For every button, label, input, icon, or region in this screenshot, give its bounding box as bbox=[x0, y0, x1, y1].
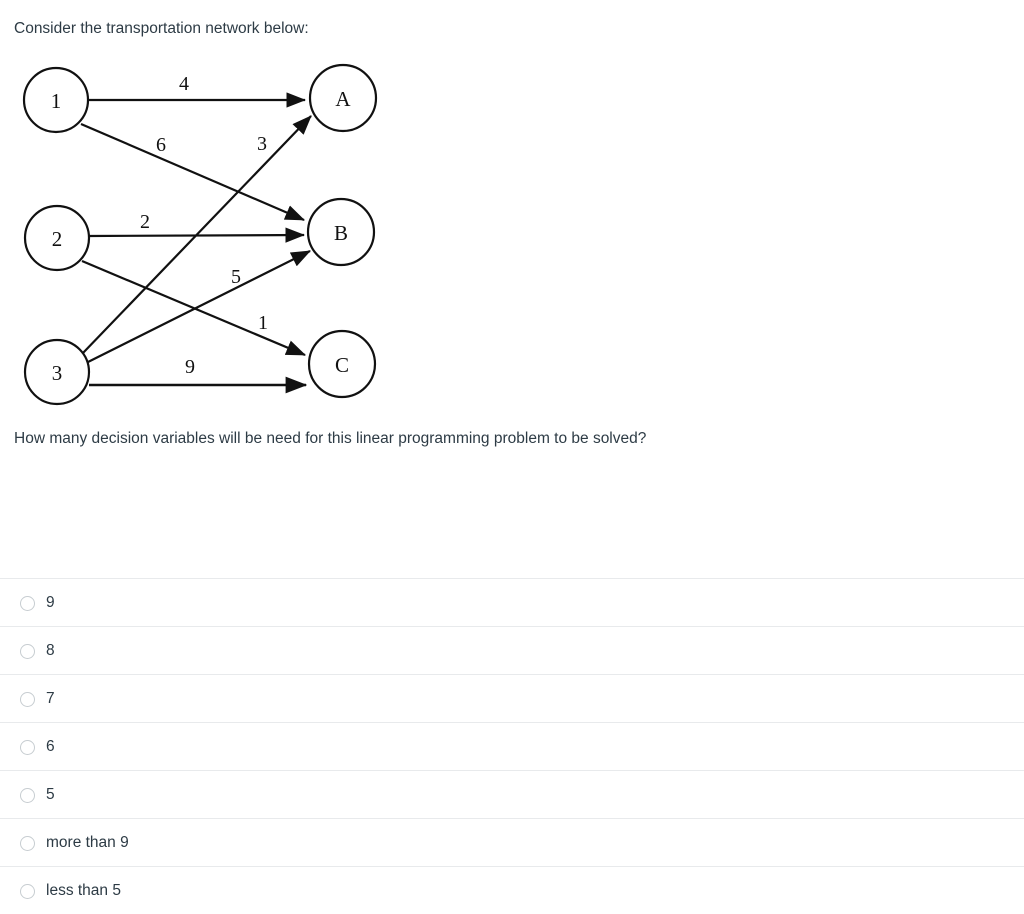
radio-button-icon[interactable] bbox=[20, 835, 35, 851]
edge-weight-labels: 4 6 2 1 3 5 9 bbox=[140, 73, 268, 378]
node-source-3 bbox=[23, 338, 91, 406]
question-prompt: Consider the transportation network belo… bbox=[14, 20, 309, 37]
answer-option-label: less than 5 bbox=[46, 881, 121, 899]
radio-button-icon[interactable] bbox=[20, 595, 35, 611]
answer-option-2[interactable]: 7 bbox=[0, 674, 1024, 722]
edge-1-to-B bbox=[80, 122, 306, 222]
edge-weight-1-B: 6 bbox=[156, 134, 166, 156]
edge-weight-3-B: 5 bbox=[231, 266, 241, 288]
answer-option-label: 8 bbox=[46, 641, 55, 659]
answer-option-label: 7 bbox=[46, 689, 55, 707]
edge-3-to-B bbox=[87, 250, 311, 363]
radio-button-icon[interactable] bbox=[20, 787, 35, 803]
node-source-2-label: 2 bbox=[52, 227, 63, 251]
edge-weight-3-A: 3 bbox=[257, 133, 267, 155]
node-source-1-label: 1 bbox=[51, 89, 62, 113]
answer-option-label: more than 9 bbox=[46, 833, 129, 851]
node-dest-A-label: A bbox=[335, 87, 351, 111]
answer-option-label: 5 bbox=[46, 785, 55, 803]
edge-3-to-A bbox=[81, 115, 312, 355]
answer-option-3[interactable]: 6 bbox=[0, 722, 1024, 770]
answer-option-label: 9 bbox=[46, 593, 55, 611]
node-dest-A bbox=[308, 63, 378, 133]
answer-option-0[interactable]: 9 bbox=[0, 578, 1024, 626]
edge-weight-2-B: 2 bbox=[140, 211, 150, 233]
answer-option-6[interactable]: less than 5 bbox=[0, 866, 1024, 914]
radio-button-icon[interactable] bbox=[20, 883, 35, 899]
edge-weight-2-C: 1 bbox=[258, 312, 268, 334]
answer-option-4[interactable]: 5 bbox=[0, 770, 1024, 818]
edge-2-to-C bbox=[81, 259, 307, 357]
node-source-1 bbox=[22, 66, 90, 134]
transportation-network-diagram: 1 2 3 A B C 4 6 2 1 3 5 9 bbox=[8, 55, 408, 415]
edge-weight-1-A: 4 bbox=[179, 73, 189, 95]
answer-option-5[interactable]: more than 9 bbox=[0, 818, 1024, 866]
node-dest-B bbox=[306, 197, 376, 267]
node-dest-C bbox=[307, 329, 377, 399]
answer-options-list: 9 8 7 6 5 more than 9 less than 5 bbox=[0, 578, 1024, 914]
node-dest-B-label: B bbox=[334, 221, 348, 245]
answer-option-label: 6 bbox=[46, 737, 55, 755]
node-source-3-label: 3 bbox=[52, 361, 63, 385]
radio-button-icon[interactable] bbox=[20, 643, 35, 659]
radio-button-icon[interactable] bbox=[20, 739, 35, 755]
node-dest-C-label: C bbox=[335, 353, 349, 377]
answer-option-1[interactable]: 8 bbox=[0, 626, 1024, 674]
edge-weight-3-C: 9 bbox=[185, 356, 195, 378]
network-nodes: 1 2 3 A B C bbox=[22, 63, 378, 406]
radio-button-icon[interactable] bbox=[20, 691, 35, 707]
node-source-2 bbox=[23, 204, 91, 272]
network-edges bbox=[80, 92, 312, 394]
question-text: How many decision variables will be need… bbox=[14, 430, 647, 447]
